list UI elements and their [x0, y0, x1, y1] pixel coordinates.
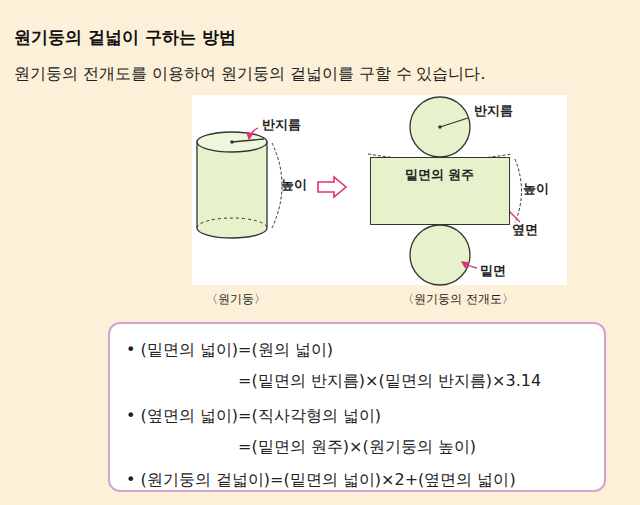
formula-line: • (원기둥의 겉넓이)=(밑면의 넓이)×2+(옆면의 넓이)	[126, 470, 516, 491]
cylinder	[197, 128, 282, 238]
heading: 원기둥의 겉넓이 구하는 방법	[14, 26, 236, 49]
formula-line: • (밑면의 넓이)=(원의 넓이)	[126, 340, 333, 361]
intro-text: 원기둥의 전개도를 이용하여 원기둥의 겉넓이를 구할 수 있습니다.	[14, 64, 485, 85]
picture-panel	[192, 95, 567, 285]
part-label: 높이	[281, 176, 307, 194]
part-label: 반지름	[474, 102, 513, 120]
formula-box: • (밑면의 넓이)=(원의 넓이) =(밑면의 반지름)×(밑면의 반지름)×3…	[108, 322, 606, 492]
figure-caption: 〈원기둥〉	[206, 291, 266, 308]
cylinder-net	[368, 97, 522, 285]
transform-arrow	[318, 177, 346, 197]
figure-caption: 〈원기둥의 전개도〉	[402, 291, 514, 308]
part-label: 밑면	[480, 262, 506, 280]
side-face-rect: 밑면의 원주	[370, 157, 510, 225]
formula-line: =(밑면의 원주)×(원기둥의 높이)	[238, 437, 476, 458]
formula-line: • (옆면의 넓이)=(직사각형의 넓이)	[126, 406, 381, 427]
formula-line: =(밑면의 반지름)×(밑면의 반지름)×3.14	[238, 371, 541, 392]
part-label: 옆면	[512, 221, 538, 239]
part-label: 높이	[523, 180, 549, 198]
part-label: 반지름	[262, 116, 301, 134]
face-label: 밑면의 원주	[405, 166, 475, 184]
